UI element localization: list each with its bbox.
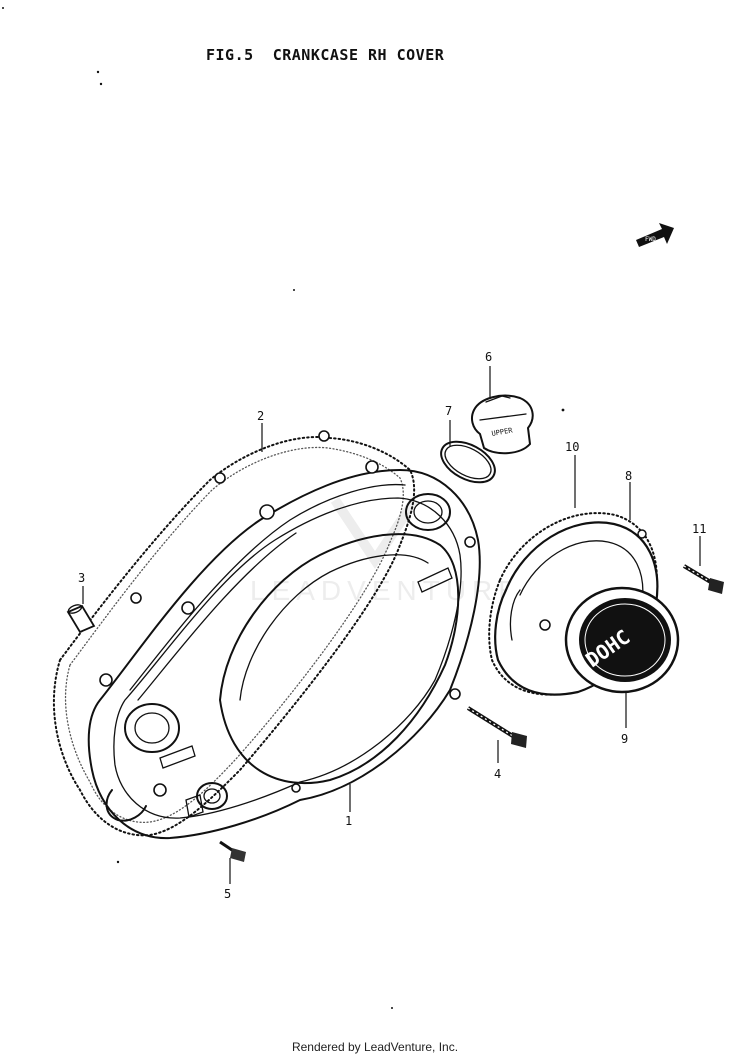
part-label-10: 10	[565, 440, 579, 454]
part-1-crankcase-cover	[87, 430, 481, 840]
part-3-dowel-pin	[66, 604, 96, 634]
part-number-labels: 1 2 3 4 5 6 7 8 9 10 11	[78, 350, 706, 901]
part-5-bolt	[219, 840, 246, 862]
part-2-gasket	[52, 436, 416, 837]
part-label-9: 9	[621, 732, 628, 746]
part-6-oil-filler-plug: UPPER	[471, 394, 534, 455]
part-label-1: 1	[345, 814, 352, 828]
footer-credit: Rendered by LeadVenture, Inc.	[291, 1040, 459, 1054]
figure-title: FIG.5 CRANKCASE RH COVER	[206, 46, 445, 64]
part-label-5: 5	[224, 887, 231, 901]
scan-specks	[2, 7, 565, 1009]
part-4-bolt	[466, 706, 527, 748]
oil-plug-marking: UPPER	[491, 426, 514, 438]
part-label-11: 11	[692, 522, 706, 536]
forward-arrow-icon: FWD	[636, 223, 674, 247]
part-label-4: 4	[494, 767, 501, 781]
part-label-3: 3	[78, 571, 85, 585]
leader-lines	[82, 366, 701, 884]
watermark: LEADVENTURE	[250, 497, 517, 606]
forward-arrow-label: FWD	[645, 236, 656, 243]
part-7-o-ring	[440, 440, 496, 484]
part-label-7: 7	[445, 404, 452, 418]
part-9-dohc-badge: DOHC	[564, 586, 680, 694]
part-11-bolt	[682, 564, 724, 594]
part-label-6: 6	[485, 350, 492, 364]
part-label-2: 2	[257, 409, 264, 423]
part-label-8: 8	[625, 469, 632, 483]
